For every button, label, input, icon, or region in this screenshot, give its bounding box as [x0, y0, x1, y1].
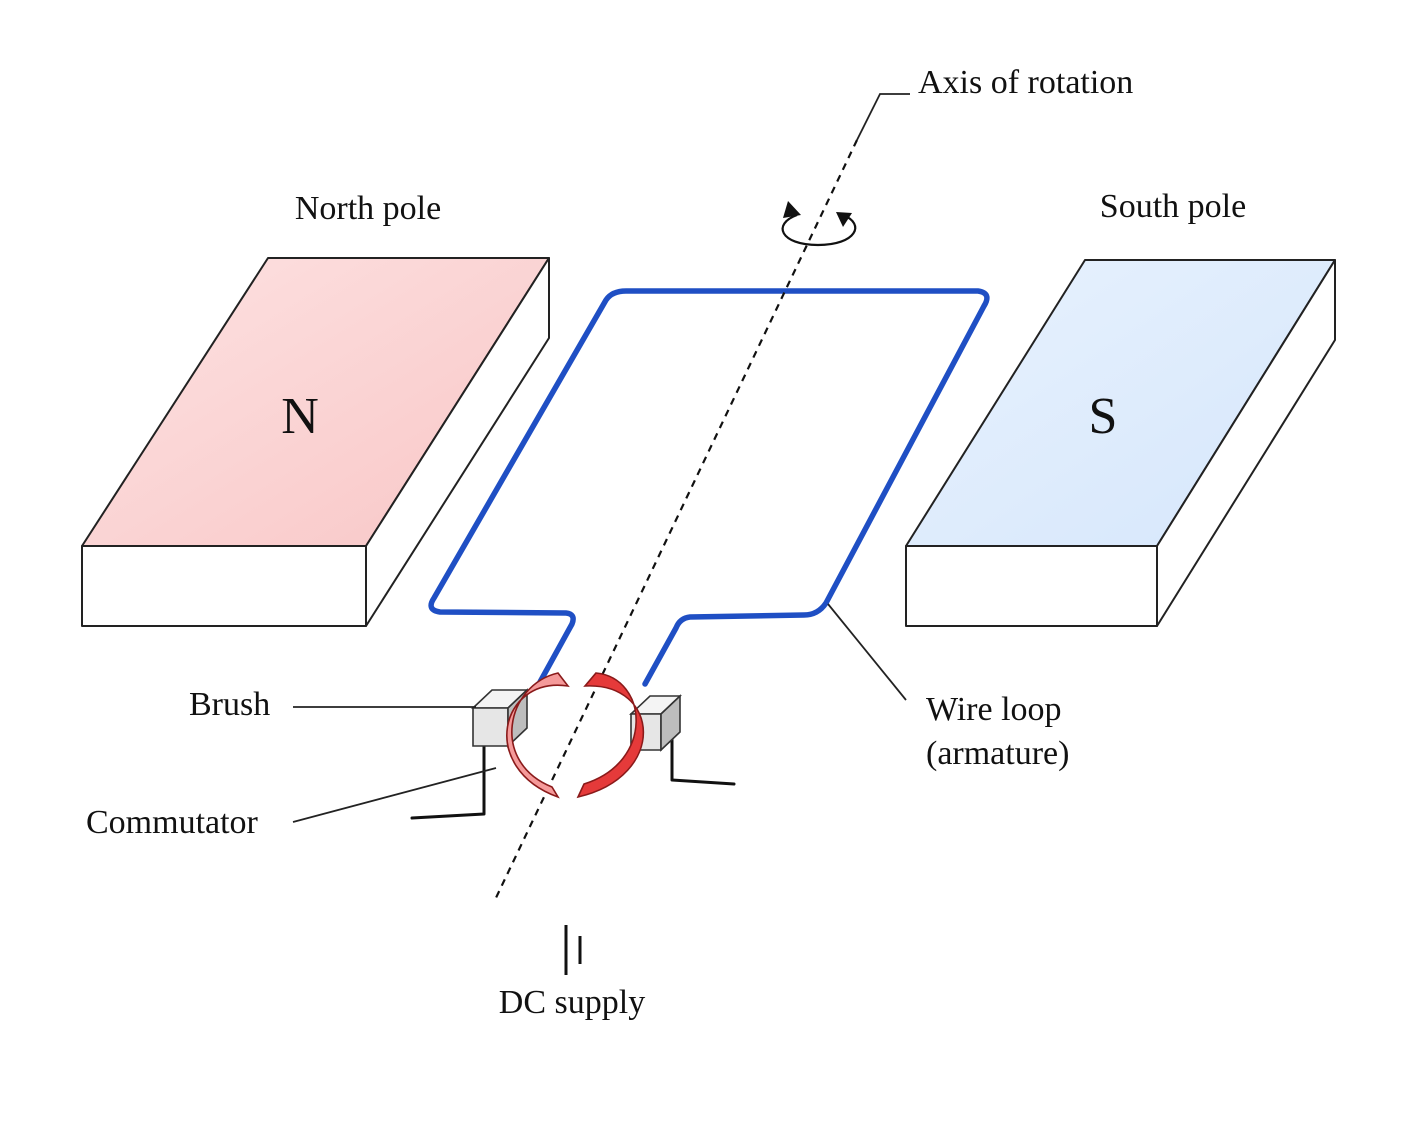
wire-loop-armature: [428, 288, 990, 687]
south-pole-letter: S: [1089, 388, 1118, 445]
rotation-axis-line: [493, 139, 858, 903]
commutator-ring: [506, 672, 644, 799]
commutator-leader: [292, 767, 497, 823]
south-pole-label: South pole: [1100, 188, 1246, 225]
armature-label: (armature): [926, 735, 1069, 772]
left-supply-wire: [410, 742, 486, 820]
rotation-arrow-icon: [781, 201, 857, 247]
left-brush: [470, 688, 530, 748]
south-magnet-side-face: [1156, 259, 1336, 627]
brush-label: Brush: [189, 686, 270, 723]
wire-loop-leader: [827, 603, 907, 701]
wire-loop-label: Wire loop: [926, 691, 1062, 728]
north-magnet-front-face: [81, 545, 367, 627]
axis-label-leader: [856, 93, 910, 141]
commutator-label: Commutator: [86, 804, 259, 841]
commutator-right-segment: [576, 672, 644, 799]
north-magnet-side-face: [365, 257, 550, 627]
south-pole-magnet: S: [905, 259, 1336, 627]
axis-of-rotation-label: Axis of rotation: [918, 64, 1133, 101]
north-pole-magnet: N: [81, 257, 550, 627]
north-pole-letter: N: [281, 388, 319, 445]
dc-supply-circuit: DC supply: [410, 728, 736, 1021]
right-supply-wire: [670, 728, 736, 786]
south-magnet-front-face: [905, 545, 1158, 627]
commutator-left-segment: [506, 672, 570, 799]
north-pole-label: North pole: [295, 190, 441, 227]
dc-supply-label: DC supply: [499, 984, 645, 1021]
